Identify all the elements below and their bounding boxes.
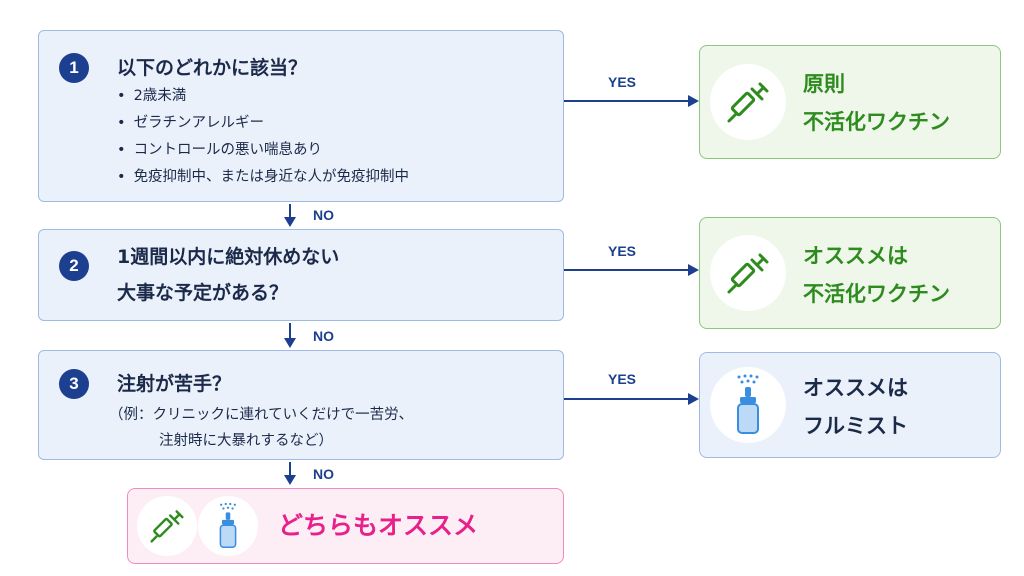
list-item: 免疫抑制中、または身近な人が免疫抑制中: [117, 164, 410, 191]
no-arrowhead-1: [284, 217, 296, 227]
no-label-3: NO: [313, 466, 334, 482]
result-2-line1: オススメは: [803, 244, 908, 268]
result-3-line2: フルミスト: [803, 414, 908, 438]
no-label-2: NO: [313, 328, 334, 344]
result-icon-circle-2: [710, 235, 786, 311]
no-label-1: NO: [313, 207, 334, 223]
yes-arrowhead-2: [688, 264, 699, 276]
yes-arrow-2: [564, 269, 692, 271]
question-title-1: 以下のどれかに該当？: [117, 57, 308, 79]
no-arrow-1: [289, 204, 291, 218]
syringe-icon: [727, 82, 769, 123]
nasal-spray-icon: [737, 374, 759, 434]
result-icon-circle-3: [710, 367, 786, 443]
final-result-box: どちらもオススメ: [127, 488, 564, 564]
result-1-line2: 不活化ワクチン: [803, 110, 950, 134]
yes-label-2: YES: [608, 243, 637, 259]
question-title-3: 注射が苦手？: [117, 373, 232, 395]
question-box-1: 1 以下のどれかに該当？ 2歳未満 ゼラチンアレルギー コントロールの悪い喘息あ…: [38, 30, 564, 202]
list-item: ゼラチンアレルギー: [117, 110, 409, 137]
question-box-2: 2 1週間以内に絶対休めない 大事な予定がある？: [38, 229, 564, 321]
no-arrow-3: [289, 462, 291, 476]
yes-arrow-1: [564, 100, 692, 102]
yes-label-3: YES: [608, 371, 637, 387]
criteria-list: 2歳未満 ゼラチンアレルギー コントロールの悪い喘息あり 免疫抑制中、または身近…: [117, 83, 410, 191]
step-number-3: 3: [59, 369, 89, 399]
result-box-2: オススメは 不活化ワクチン: [699, 217, 1001, 329]
list-item: 2歳未満: [117, 83, 409, 110]
final-result-text: どちらもオススメ: [278, 511, 479, 540]
nasal-spray-icon: [219, 502, 237, 549]
result-icon-circle-1: [710, 64, 786, 140]
final-spray-circle: [198, 496, 258, 556]
no-arrow-2: [289, 323, 291, 339]
final-syringe-circle: [137, 496, 197, 556]
yes-arrow-3: [564, 398, 692, 400]
question-box-3: 3 注射が苦手？ （例：クリニックに連れていくだけで一苦労、 注射時に大暴れする…: [38, 350, 564, 460]
result-box-3: オススメは フルミスト: [699, 352, 1001, 458]
syringe-icon: [727, 253, 769, 294]
yes-arrowhead-3: [688, 393, 699, 405]
example-note-line1: （例：クリニックに連れていくだけで一苦労、: [109, 407, 414, 423]
yes-label-1: YES: [608, 74, 637, 90]
result-box-1: 原則 不活化ワクチン: [699, 45, 1001, 159]
question-title-2-line1: 1週間以内に絶対休めない: [117, 246, 340, 268]
result-3-line1: オススメは: [803, 376, 908, 400]
syringe-icon: [150, 510, 184, 543]
example-note-line2: 注射時に大暴れするなど）: [159, 433, 333, 449]
question-title-2-line2: 大事な予定がある？: [117, 282, 289, 304]
step-number-2: 2: [59, 251, 89, 281]
step-number-1: 1: [59, 53, 89, 83]
no-arrowhead-3: [284, 475, 296, 485]
result-1-line1: 原則: [803, 72, 845, 96]
no-arrowhead-2: [284, 338, 296, 348]
result-2-line2: 不活化ワクチン: [803, 282, 950, 306]
list-item: コントロールの悪い喘息あり: [117, 137, 409, 164]
yes-arrowhead-1: [688, 95, 699, 107]
